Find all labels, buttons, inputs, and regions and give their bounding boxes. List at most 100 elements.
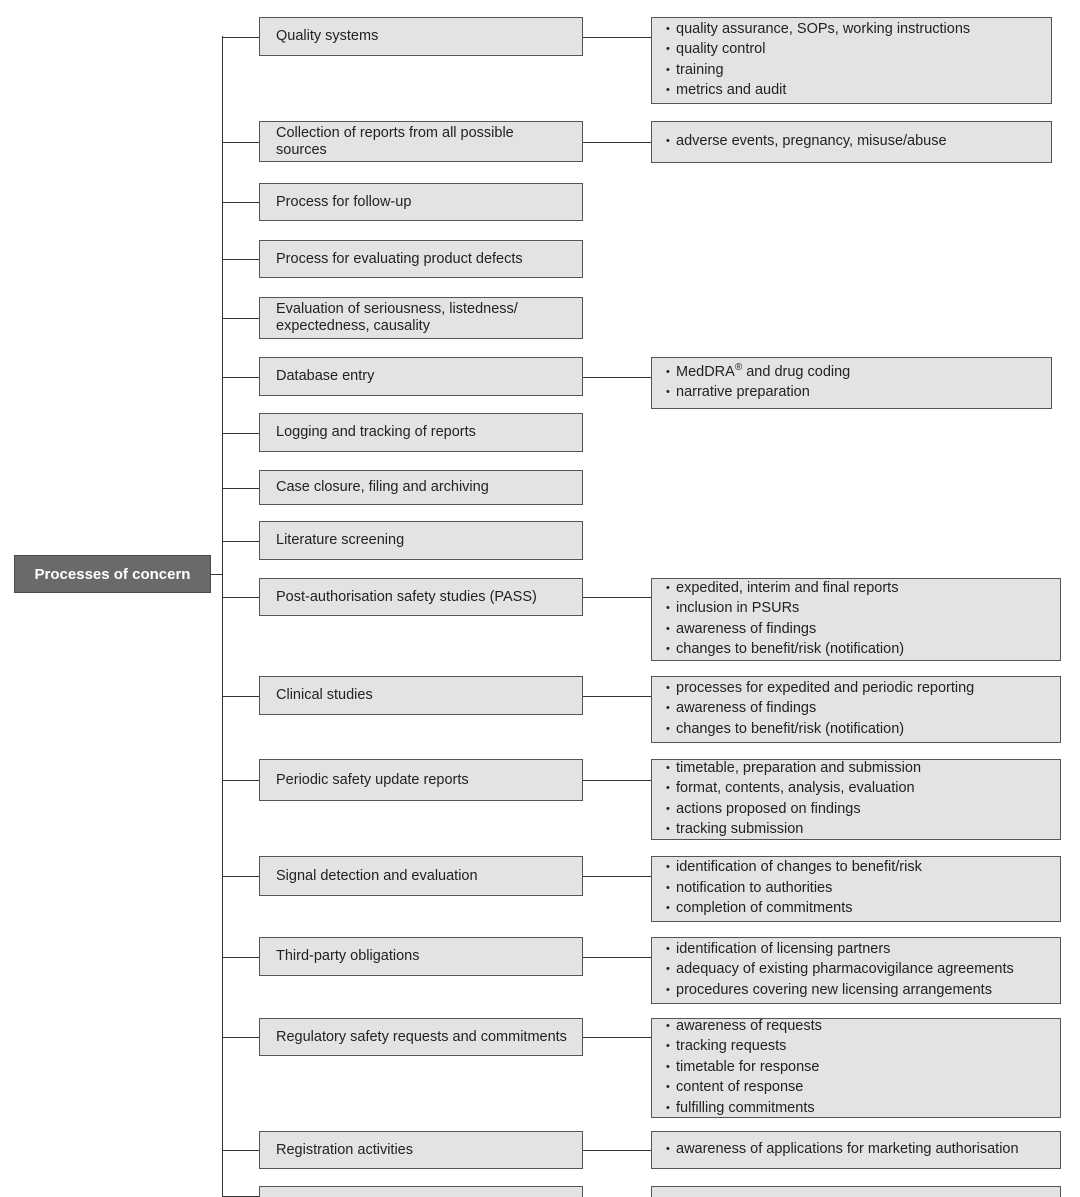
process-label: Database entry	[276, 368, 375, 384]
branch-connector	[222, 541, 259, 542]
process-label: Collection of reports from all possible …	[276, 124, 514, 158]
detail-box-cut-off	[651, 1186, 1061, 1197]
branch-connector	[222, 1150, 259, 1151]
detail-item: quality assurance, SOPs, working instruc…	[666, 20, 1041, 40]
process-node: Regulatory safety requests and commitmen…	[259, 1018, 583, 1056]
detail-item: changes to benefit/risk (notification)	[666, 720, 1050, 740]
detail-box: expedited, interim and final reportsincl…	[651, 578, 1061, 661]
process-node: Case closure, filing and archiving	[259, 470, 583, 505]
process-node: Registration activities	[259, 1131, 583, 1169]
detail-box: awareness of applications for marketing …	[651, 1131, 1061, 1169]
branch-connector	[222, 259, 259, 260]
detail-item: awareness of findings	[666, 699, 1050, 719]
detail-item: notification to authorities	[666, 879, 1050, 899]
process-node: Literature screening	[259, 521, 583, 560]
branch-connector	[222, 957, 259, 958]
detail-connector	[583, 377, 651, 378]
process-node: Post-authorisation safety studies (PASS)	[259, 578, 583, 616]
detail-item: completion of commitments	[666, 899, 1050, 919]
process-label: Logging and tracking of reports	[276, 424, 476, 440]
process-node: Signal detection and evaluation	[259, 856, 583, 896]
detail-box: awareness of requeststracking requeststi…	[651, 1018, 1061, 1118]
process-label: Third-party obligations	[276, 948, 420, 964]
detail-item: actions proposed on findings	[666, 800, 1050, 820]
trunk-line	[222, 36, 223, 1197]
process-node: Process for evaluating product defects	[259, 240, 583, 278]
process-node: Third-party obligations	[259, 937, 583, 976]
process-node: Periodic safety update reports	[259, 759, 583, 801]
detail-connector	[583, 780, 651, 781]
detail-item: adequacy of existing pharmacovigilance a…	[666, 960, 1050, 980]
detail-item: changes to benefit/risk (notification)	[666, 640, 1050, 660]
process-label: Regulatory safety requests and commitmen…	[276, 1028, 567, 1045]
branch-connector	[222, 696, 259, 697]
detail-item: procedures covering new licensing arrang…	[666, 981, 1050, 1001]
detail-connector	[583, 1037, 651, 1038]
detail-item: identification of licensing partners	[666, 940, 1050, 960]
detail-item: tracking submission	[666, 820, 1050, 840]
detail-item: quality control	[666, 40, 1041, 60]
detail-item: training	[666, 61, 1041, 81]
detail-connector	[583, 597, 651, 598]
detail-item: metrics and audit	[666, 81, 1041, 101]
detail-item: format, contents, analysis, evaluation	[666, 779, 1050, 799]
branch-connector	[222, 37, 259, 38]
process-node: Quality systems	[259, 17, 583, 56]
detail-item: tracking requests	[666, 1037, 1050, 1057]
process-node: Evaluation of seriousness, listedness/ e…	[259, 297, 583, 339]
branch-connector	[222, 433, 259, 434]
detail-connector	[583, 37, 651, 38]
detail-box: MedDRA® and drug codingnarrative prepara…	[651, 357, 1052, 409]
detail-item: processes for expedited and periodic rep…	[666, 679, 1050, 699]
process-node: Database entry	[259, 357, 583, 396]
process-label: Periodic safety update reports	[276, 771, 469, 788]
detail-connector	[583, 957, 651, 958]
process-node: Logging and tracking of reports	[259, 413, 583, 452]
branch-connector	[222, 202, 259, 203]
process-label: Case closure, filing and archiving	[276, 479, 489, 495]
detail-item: awareness of findings	[666, 620, 1050, 640]
detail-box: adverse events, pregnancy, misuse/abuse	[651, 121, 1052, 163]
detail-box: processes for expedited and periodic rep…	[651, 676, 1061, 743]
detail-connector	[583, 696, 651, 697]
process-label: Process for evaluating product defects	[276, 250, 523, 267]
process-label: Post-authorisation safety studies (PASS)	[276, 588, 537, 605]
branch-connector	[222, 780, 259, 781]
detail-item: timetable, preparation and submission	[666, 759, 1050, 779]
branch-connector	[222, 597, 259, 598]
process-label: Signal detection and evaluation	[276, 867, 478, 884]
branch-connector	[222, 488, 259, 489]
detail-item: awareness of requests	[666, 1017, 1050, 1037]
detail-connector	[583, 1150, 651, 1151]
root-label: Processes of concern	[34, 565, 191, 583]
detail-item: inclusion in PSURs	[666, 599, 1050, 619]
branch-connector	[222, 1037, 259, 1038]
detail-item: expedited, interim and final reports	[666, 579, 1050, 599]
process-node-cut-off	[259, 1186, 583, 1197]
detail-box: timetable, preparation and submissionfor…	[651, 759, 1061, 840]
process-label: Literature screening	[276, 532, 405, 548]
process-label: Registration activities	[276, 1141, 413, 1158]
root-connector	[211, 574, 223, 575]
detail-item: awareness of applications for marketing …	[666, 1140, 1050, 1160]
detail-connector	[583, 142, 651, 143]
branch-connector	[222, 318, 259, 319]
detail-box: quality assurance, SOPs, working instruc…	[651, 17, 1052, 104]
process-node: Process for follow-up	[259, 183, 583, 221]
process-label: Process for follow-up	[276, 193, 412, 210]
detail-box: identification of licensing partnersadeq…	[651, 937, 1061, 1004]
detail-connector	[583, 876, 651, 877]
branch-connector	[222, 377, 259, 378]
process-node: Collection of reports from all possible …	[259, 121, 583, 162]
process-label: Evaluation of seriousness, listedness/ e…	[276, 301, 518, 334]
detail-item: identification of changes to benefit/ris…	[666, 858, 1050, 878]
process-label: Quality systems	[276, 28, 379, 44]
detail-item: content of response	[666, 1078, 1050, 1098]
detail-item: narrative preparation	[666, 383, 1041, 403]
detail-item: MedDRA® and drug coding	[666, 362, 1041, 383]
detail-item: fulfilling commitments	[666, 1099, 1050, 1119]
root-node: Processes of concern	[14, 555, 211, 593]
detail-item: adverse events, pregnancy, misuse/abuse	[666, 132, 1041, 152]
detail-box: identification of changes to benefit/ris…	[651, 856, 1061, 922]
